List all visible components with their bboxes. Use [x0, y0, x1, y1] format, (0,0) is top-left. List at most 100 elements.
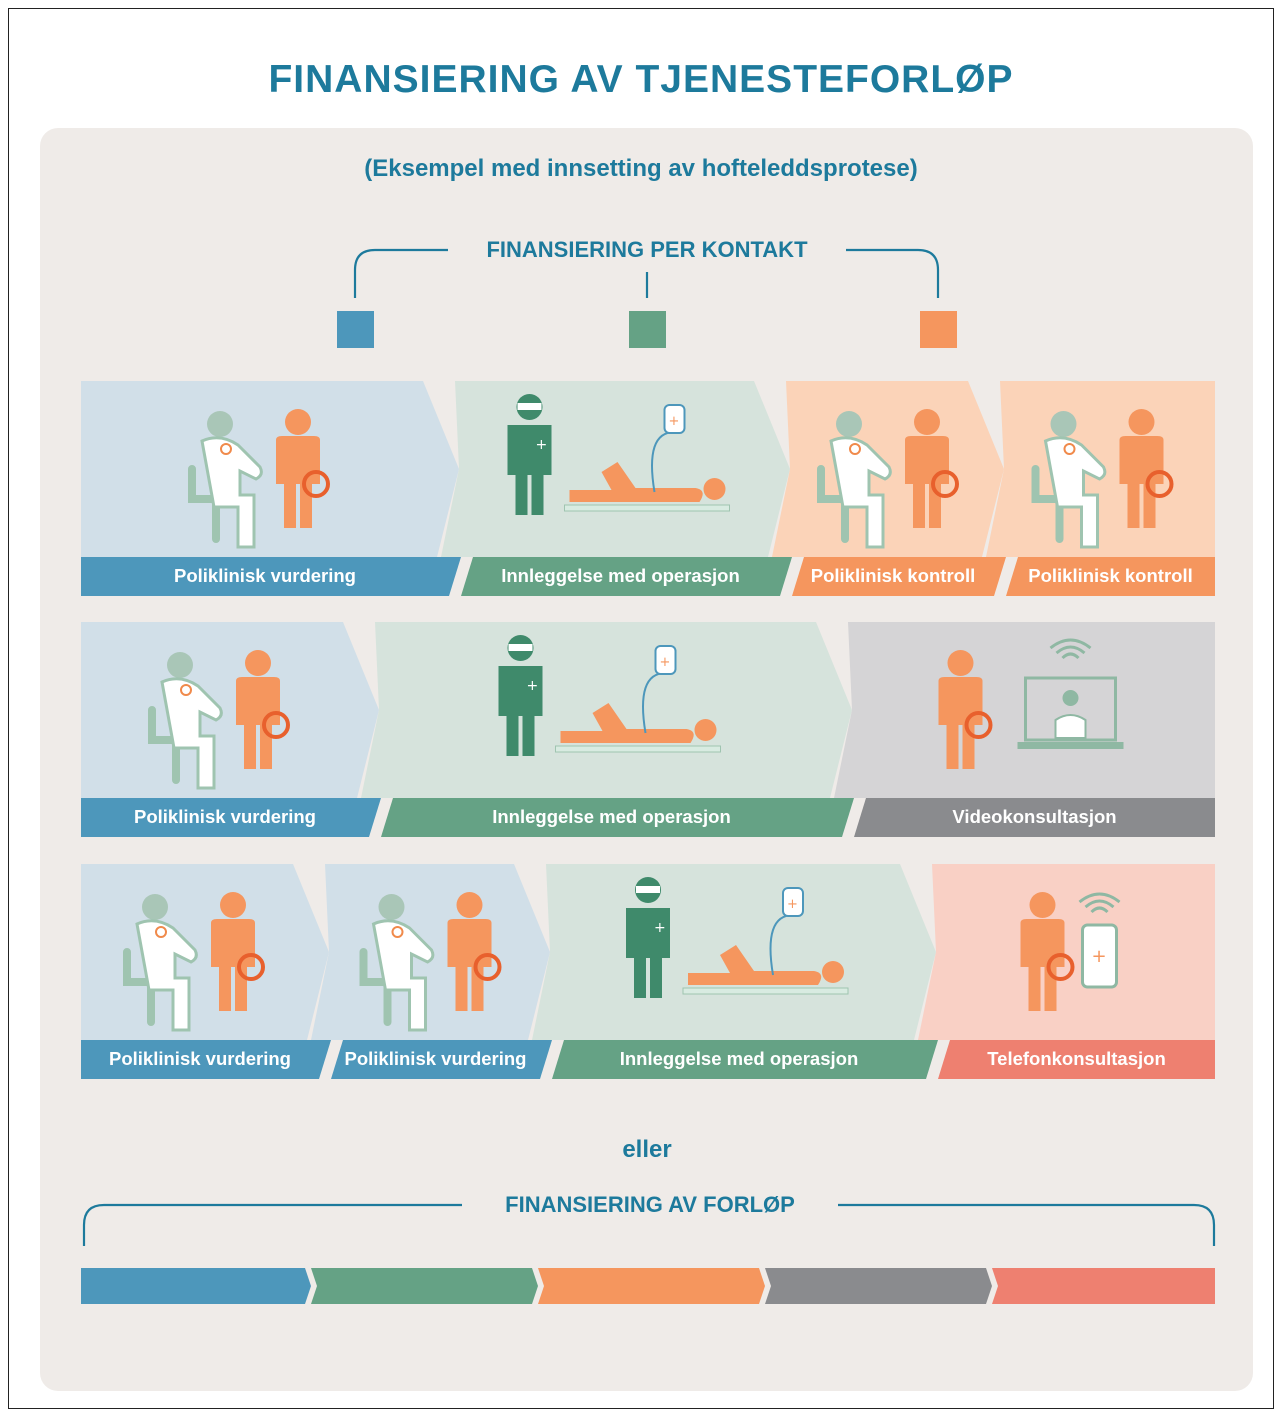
doctor-body	[1054, 714, 1087, 739]
step-label: Videokonsultasjon	[952, 806, 1117, 827]
pathway-step: +	[918, 864, 1215, 1079]
hip-ring	[1145, 470, 1174, 498]
person-head	[285, 409, 311, 435]
per-contact-bracket	[353, 248, 940, 298]
hip-mark	[391, 926, 404, 938]
lying-head	[694, 719, 717, 741]
patient-body	[200, 436, 263, 549]
patient-consultation-icon	[359, 892, 502, 1032]
patient-head	[167, 652, 193, 678]
step-label: Poliklinisk vurdering	[344, 1048, 527, 1069]
hip-ring	[262, 711, 290, 739]
pathway-step	[311, 864, 552, 1079]
chair	[123, 948, 155, 1026]
pathway-segment-green	[311, 1268, 538, 1304]
lying-head	[822, 961, 844, 983]
pathway-step	[81, 381, 461, 596]
person-head	[1029, 892, 1056, 918]
pathway-step	[772, 381, 1006, 596]
hip-mark	[1063, 443, 1076, 455]
pathway-step	[986, 381, 1215, 596]
patient-body	[371, 919, 435, 1032]
step-label-bar	[1006, 557, 1215, 596]
patient-head	[207, 411, 233, 437]
hip-ring	[964, 711, 993, 739]
page-title: FINANSIERING AV TJENESTEFORLØP	[268, 58, 1014, 101]
pathway-segment-grey	[765, 1268, 992, 1304]
person-body	[211, 919, 255, 1011]
surgeon-body	[507, 425, 552, 515]
patient-head	[836, 411, 862, 437]
step-label-bar	[792, 557, 1006, 596]
pathway-segment-orange	[538, 1268, 765, 1304]
person-body	[1020, 919, 1065, 1011]
iv-cross: +	[660, 655, 671, 670]
surgery-icon: ++	[498, 635, 721, 756]
person-head	[914, 409, 940, 435]
patient-consultation-icon	[123, 892, 265, 1032]
pathway-step	[81, 622, 381, 837]
wifi-arc	[1061, 652, 1080, 660]
person-body	[447, 919, 492, 1011]
patient-body	[160, 677, 223, 790]
person-body	[236, 677, 280, 769]
person-head	[220, 892, 246, 918]
hip-ring	[473, 953, 502, 981]
person-body	[905, 436, 949, 528]
bed	[555, 745, 721, 753]
step-label: Innleggelse med operasjon	[501, 565, 740, 586]
hip-mark	[155, 926, 167, 938]
step-label: Poliklinisk kontroll	[1028, 565, 1193, 586]
step-label-bar	[938, 1040, 1215, 1079]
pathway-step: ++	[532, 864, 938, 1079]
patient-consultation-icon	[817, 409, 959, 549]
surgeon-mask	[508, 644, 533, 651]
bracket-left	[82, 1203, 462, 1246]
chair	[1031, 465, 1064, 543]
surgeon-mask	[636, 886, 660, 893]
chair	[148, 706, 180, 784]
lying-patient	[569, 462, 703, 502]
bracket-left	[353, 248, 448, 298]
step-label: Poliklinisk kontroll	[810, 565, 976, 586]
per-pathway-bracket	[82, 1203, 1216, 1246]
surgeon-cross: +	[527, 678, 539, 694]
person-head	[947, 650, 974, 676]
step-label: Innleggelse med operasjon	[619, 1048, 859, 1069]
chair	[359, 948, 392, 1026]
pathway-segment-coral	[992, 1268, 1215, 1304]
surgeon-body	[626, 908, 670, 998]
per-pathway-label: FINANSIERING AV FORLØP	[505, 1192, 795, 1217]
person-body	[276, 436, 320, 528]
iv-cross: +	[669, 414, 680, 429]
pathway-row-3: +++	[81, 864, 1215, 1079]
step-label-bar	[461, 557, 792, 596]
person-head	[245, 650, 271, 676]
chair	[817, 465, 849, 543]
or-label: eller	[622, 1136, 672, 1163]
pathway-step: ++	[441, 381, 792, 596]
iv-bag	[654, 645, 677, 675]
laptop-base	[1017, 742, 1124, 749]
subtitle: (Eksempel med innsetting av hofteleddspr…	[364, 155, 918, 182]
lying-head	[703, 478, 726, 500]
doctor-head	[1062, 690, 1079, 706]
pathway-step	[81, 864, 331, 1079]
pathway-step: ++	[361, 622, 854, 837]
surgeon-cross: +	[654, 920, 666, 936]
person-head	[1128, 409, 1155, 435]
surgery-icon: ++	[507, 394, 730, 515]
surgeon-body	[498, 666, 543, 756]
iv-cross: +	[787, 897, 798, 912]
iv-bag	[782, 887, 804, 917]
patient-body	[135, 919, 198, 1032]
patient-body	[1043, 436, 1107, 549]
bed	[682, 987, 849, 995]
per-contact-label: FINANSIERING PER KONTAKT	[486, 237, 808, 262]
step-label-bar	[331, 1040, 552, 1079]
step-label-bar	[81, 557, 461, 596]
wifi-arc	[1049, 638, 1092, 650]
lying-patient	[688, 945, 822, 985]
surgery-icon: ++	[626, 877, 849, 998]
contact-square-orange	[920, 311, 957, 348]
